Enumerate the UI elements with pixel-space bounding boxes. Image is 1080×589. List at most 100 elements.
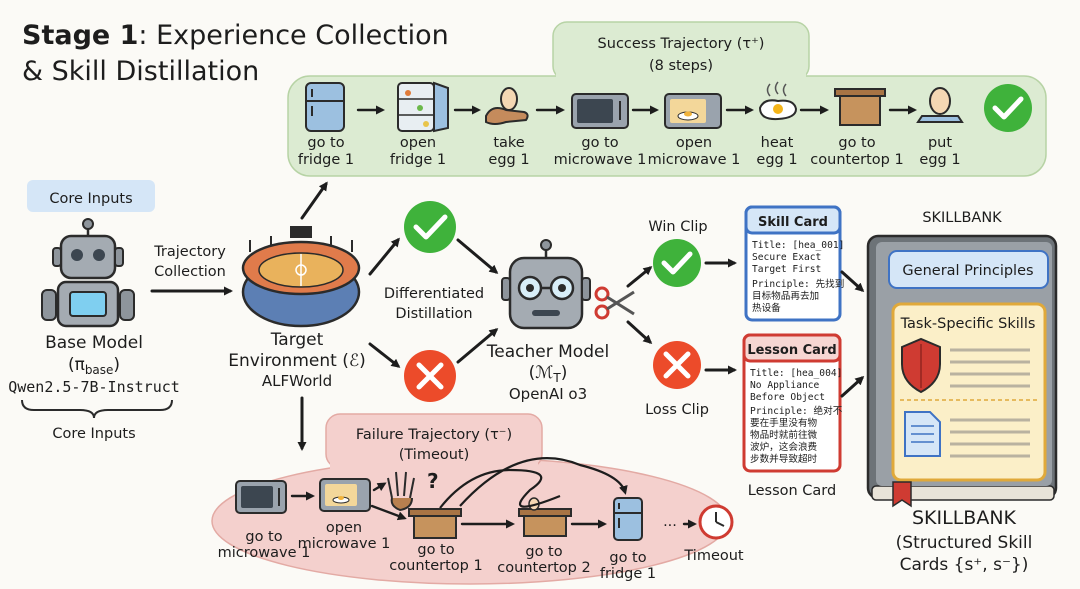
success-step-4-l1: go to	[581, 135, 618, 151]
failure-arrow-3	[370, 504, 407, 521]
stage-title: Stage 1: Experience Collection & Skill D…	[22, 20, 449, 87]
env-to-x-arrow	[368, 342, 401, 368]
egg-on-plate-icon	[916, 87, 964, 123]
success-step-8-l1: put	[928, 135, 952, 151]
skill-card: Skill Card Title: [hea_001] Secure Exact…	[744, 205, 844, 322]
open-microwave-icon	[664, 93, 722, 129]
failure-step-5-l2: fridge 1	[600, 566, 656, 582]
core-inputs-badge: Core Inputs	[27, 180, 155, 212]
success-title: Success Trajectory (τ⁺)	[598, 36, 765, 52]
lesson-card-line: Before Object	[750, 392, 825, 403]
scissors-icon	[594, 286, 635, 320]
loss-x-icon	[653, 341, 701, 389]
failure-step-4-l2: countertop 2	[497, 560, 590, 576]
robot-icon	[41, 218, 135, 328]
trajectory-collection-l2: Collection	[154, 264, 226, 280]
success-step-1-l2: fridge 1	[298, 152, 354, 168]
lesson-card-to-bank-arrow	[840, 375, 865, 398]
skill-card-line: Target First	[752, 264, 821, 275]
failure-step-1-l2: microwave 1	[218, 545, 311, 561]
success-step-5-l1: open	[676, 135, 712, 151]
wandering-path	[439, 468, 561, 509]
success-step-5-l2: microwave 1	[648, 152, 741, 168]
success-step-6-l1: heat	[761, 135, 794, 151]
lesson-card-line: 物品时就前往微	[750, 429, 818, 441]
failure-title: Failure Trajectory (τ⁻)	[356, 427, 512, 443]
skill-card-line: 热设备	[752, 302, 781, 314]
failure-step-2-l2: microwave 1	[298, 536, 391, 552]
stage-title-line2: & Skill Distillation	[22, 56, 259, 87]
check-to-teacher-arrow	[456, 238, 499, 274]
failure-arrow-2	[372, 482, 387, 492]
hand-egg-icon	[485, 87, 529, 125]
skillbank-header: SKILLBANK	[922, 210, 1002, 226]
failure-step-1-l1: go to	[245, 529, 282, 545]
failure-subtitle: (Timeout)	[399, 447, 470, 463]
failure-step-4-l1: go to	[525, 544, 562, 560]
stage-title-prefix: Stage 1	[22, 20, 138, 51]
env-to-check-arrow	[368, 237, 400, 276]
win-check-icon	[653, 239, 701, 287]
lesson-card-line: No Appliance	[750, 380, 820, 391]
general-principles-label: General Principles	[902, 263, 1033, 279]
base-model-label: Base Model (πbase) Qwen2.5-7B-Instruct	[8, 333, 180, 396]
distill-check-icon	[404, 201, 456, 253]
question-mark: ?	[427, 469, 439, 493]
svg-text:(πbase): (πbase)	[68, 355, 120, 377]
failure-ellipsis: ···	[663, 518, 677, 534]
trajectory-collection-l1: Trajectory	[153, 244, 226, 260]
success-subtitle: (8 steps)	[649, 58, 713, 74]
svg-text:Stage 1: Experience Collection: Stage 1: Experience Collection	[22, 20, 449, 51]
skill-card-line: 目标物品再去加	[752, 290, 819, 302]
svg-text:OpenAI o3: OpenAI o3	[509, 385, 587, 403]
svg-text:Cards {s⁺, s⁻}): Cards {s⁺, s⁻})	[900, 555, 1029, 575]
skill-card-to-bank-arrow	[840, 270, 865, 293]
lesson-card-line: Principle: 绝对不	[750, 405, 843, 417]
skillbank-book: General Principles Task-Specific Skills	[866, 234, 1058, 508]
success-step-3-l2: egg 1	[488, 152, 529, 168]
task-specific-skills-label: Task-Specific Skills	[900, 316, 1036, 332]
fridge-icon	[613, 497, 643, 541]
svg-text:SKILLBANK: SKILLBANK	[912, 507, 1017, 529]
lesson-card-line: Title: [hea_004]	[750, 368, 842, 379]
success-step-6-l2: egg 1	[756, 152, 797, 168]
svg-text:ALFWorld: ALFWorld	[262, 372, 332, 390]
lesson-card-line: 步数并导致超时	[750, 453, 818, 465]
svg-text:Qwen2.5-7B-Instruct: Qwen2.5-7B-Instruct	[8, 378, 180, 396]
empty-hand-icon	[387, 471, 415, 512]
lesson-card: Lesson Card Title: [hea_004] No Applianc…	[742, 333, 843, 473]
microwave-icon	[235, 480, 287, 514]
bookmark-icon	[892, 481, 912, 508]
success-step-8-l2: egg 1	[919, 152, 960, 168]
document-icon	[904, 411, 941, 457]
skill-card-line: Principle: 先找到	[752, 278, 844, 290]
success-step-3-l1: take	[493, 135, 524, 151]
loss-clip-label: Loss Clip	[645, 402, 709, 418]
failure-step-5-l1: go to	[609, 550, 646, 566]
failure-step-3-l1: go to	[417, 542, 454, 558]
success-step-4-l2: microwave 1	[554, 152, 647, 168]
success-step-7-l1: go to	[838, 135, 875, 151]
failure-step-6-l1: Timeout	[683, 548, 744, 564]
lesson-card-line: 波炉，这会浪费	[750, 441, 818, 453]
microwave-icon	[571, 93, 629, 129]
success-step-1-l1: go to	[307, 135, 344, 151]
skill-card-line: Title: [hea_001]	[752, 240, 844, 251]
win-clip-label: Win Clip	[648, 219, 707, 235]
success-step-2-l1: open	[400, 135, 436, 151]
stadium-icon	[241, 226, 361, 328]
lesson-card-line: 要在手里没有物	[750, 417, 818, 429]
svg-text:Core Inputs: Core Inputs	[49, 191, 132, 207]
target-env-label: Target Environment (ℰ) ALFWorld	[228, 330, 366, 390]
open-microwave-icon	[319, 478, 371, 512]
distillation-l1: Differentiated	[384, 286, 484, 302]
clock-icon	[698, 504, 734, 540]
open-fridge-icon	[397, 81, 449, 133]
skill-card-title: Skill Card	[758, 215, 828, 230]
svg-text:Target: Target	[270, 330, 324, 350]
teacher-model-label: Teacher Model (ℳT) OpenAI o3	[486, 342, 609, 403]
fridge-icon	[305, 82, 345, 132]
failure-step-3-l2: countertop 1	[389, 558, 482, 574]
distillation-l2: Distillation	[395, 306, 472, 322]
